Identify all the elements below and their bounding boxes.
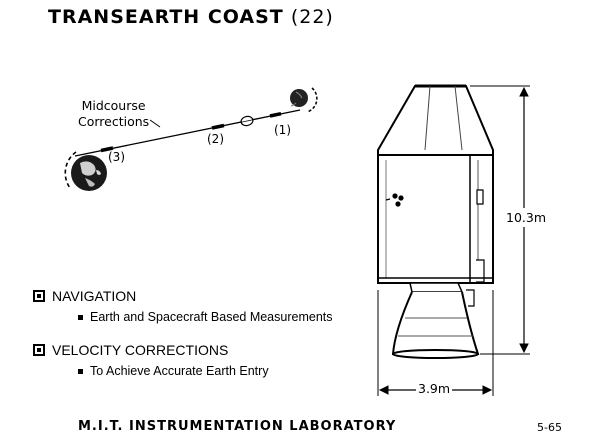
page-title: TRANSEARTH COAST (22) bbox=[48, 6, 334, 28]
correction-mark-1 bbox=[269, 111, 282, 118]
velocity-heading: VELOCITY CORRECTIONS bbox=[33, 342, 228, 358]
callout-line-2: Corrections bbox=[78, 114, 150, 129]
midcourse-callout: Midcourse Corrections bbox=[78, 98, 149, 130]
velocity-bullet: To Achieve Accurate Earth Entry bbox=[78, 364, 269, 378]
footer-organization: M.I.T. INSTRUMENTATION LABORATORY bbox=[78, 419, 397, 434]
correction-mark-3 bbox=[100, 146, 114, 153]
navigation-bullet: Earth and Spacecraft Based Measurements bbox=[78, 310, 333, 324]
moon-icon bbox=[290, 87, 318, 113]
earth-icon bbox=[64, 151, 107, 191]
square-bullet-icon bbox=[33, 344, 45, 356]
csm-drawing bbox=[377, 84, 494, 359]
velocity-bullet-text: To Achieve Accurate Earth Entry bbox=[90, 364, 269, 378]
velocity-heading-text: VELOCITY CORRECTIONS bbox=[52, 342, 229, 358]
title-main: TRANSEARTH COAST bbox=[48, 6, 284, 28]
bullet-icon bbox=[78, 368, 83, 374]
marker-3-label: (3) bbox=[108, 150, 125, 164]
navigation-heading-text: NAVIGATION bbox=[52, 288, 137, 304]
marker-2-label: (2) bbox=[207, 132, 224, 146]
bullet-icon bbox=[78, 314, 83, 320]
height-dimension bbox=[470, 85, 530, 355]
diameter-label: 3.9m bbox=[416, 381, 453, 396]
title-number: (22) bbox=[290, 6, 334, 28]
page-number: 5-65 bbox=[537, 421, 562, 434]
square-bullet-icon bbox=[33, 290, 45, 302]
spacecraft-icon bbox=[240, 115, 254, 127]
correction-mark-2 bbox=[211, 123, 225, 130]
height-label: 10.3m bbox=[506, 208, 547, 227]
navigation-bullet-text: Earth and Spacecraft Based Measurements bbox=[90, 310, 333, 324]
callout-pointer bbox=[149, 119, 161, 128]
marker-1-label: (1) bbox=[274, 123, 291, 137]
navigation-heading: NAVIGATION bbox=[33, 288, 136, 304]
callout-line-1: Midcourse bbox=[81, 98, 146, 113]
